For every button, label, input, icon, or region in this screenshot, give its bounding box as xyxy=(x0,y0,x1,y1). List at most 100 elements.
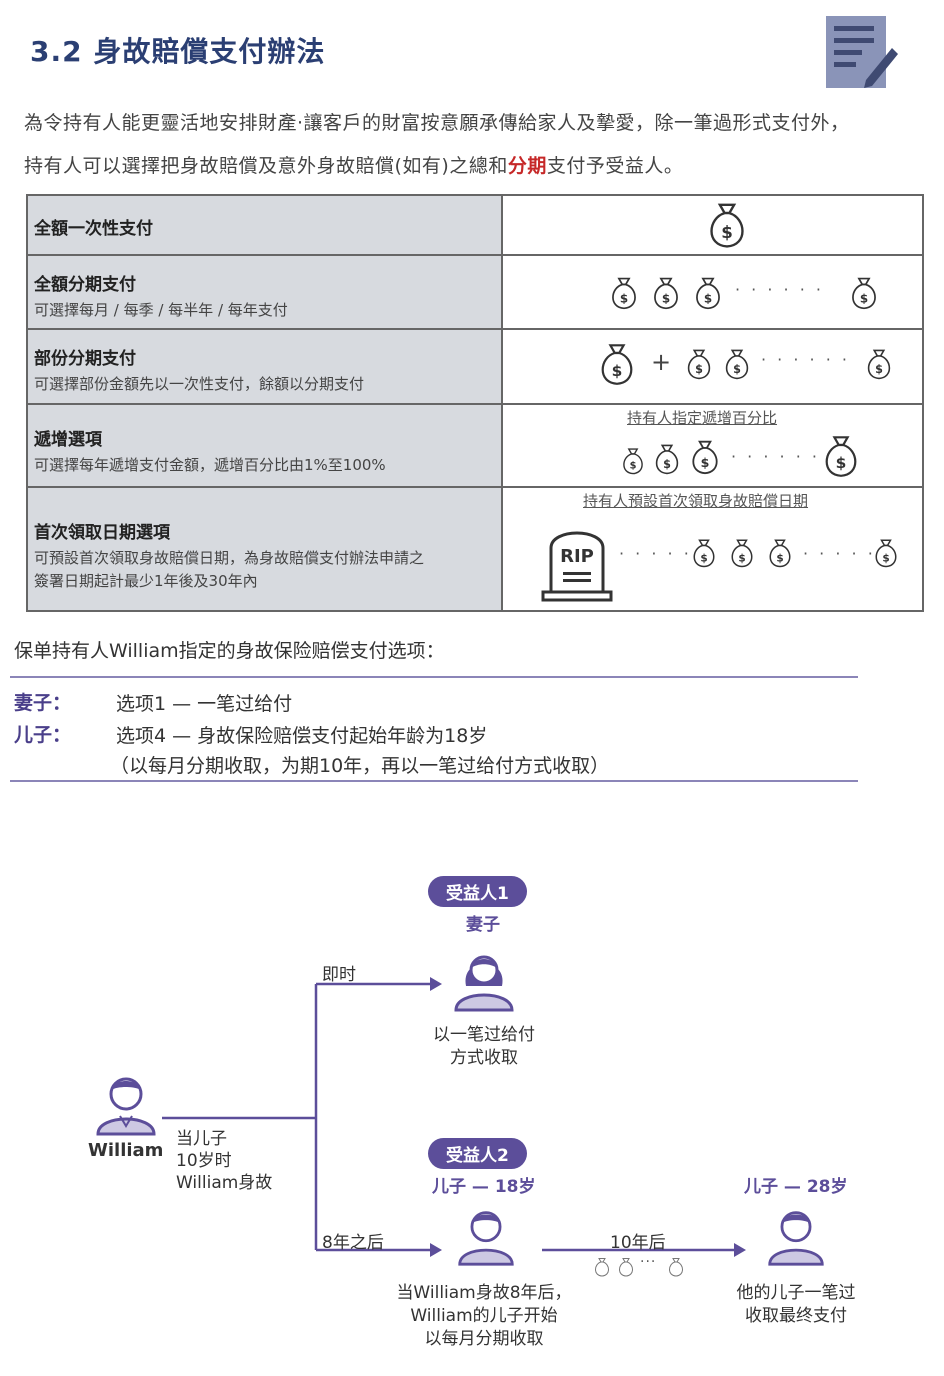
money-bag-icon: $ xyxy=(765,536,795,574)
money-bag-icon: $ xyxy=(687,437,723,481)
intro-highlight-installment: 分期 xyxy=(507,155,547,177)
ellipsis-dots: · · · · · · xyxy=(761,350,850,369)
document-edit-icon xyxy=(822,14,902,98)
row-title: 全額一次性支付 xyxy=(34,219,153,239)
row-label-cell: 全額分期支付 可選擇每月 / 每季 / 每半年 / 每年支付 xyxy=(28,256,503,328)
money-bag-icon: $ xyxy=(595,340,639,392)
dollar-sign: $ xyxy=(882,552,889,564)
payment-options-table: 全額一次性支付 $ 全額分期支付 可選擇每月 / 每季 / 每半年 / 每年支付… xyxy=(26,194,924,612)
beneficiary-2-name: 儿子 — 18岁 xyxy=(432,1177,536,1197)
death-note-line-2: 10岁时 xyxy=(176,1151,232,1171)
dollar-sign: $ xyxy=(620,291,628,305)
ellipsis-dots: · · · · · · xyxy=(803,544,892,563)
table-row-lump-sum: 全額一次性支付 $ xyxy=(28,196,922,256)
dollar-sign: $ xyxy=(875,363,883,376)
intro-line-2-start: 持有人可以選擇把身故賠償及意外身故賠償(如有)之總和 xyxy=(24,155,508,177)
row-label-cell: 全額一次性支付 xyxy=(28,196,503,254)
dollar-sign: $ xyxy=(704,291,712,305)
money-bag-icon: $ xyxy=(689,536,719,574)
row-label-cell: 首次領取日期選項 可預設首次領取身故賠償日期，為身故賠償支付辦法申請之 簽署日期… xyxy=(28,488,503,610)
row-title: 全額分期支付 xyxy=(34,275,136,295)
intro-line-2: 持有人可以選擇把身故賠償及意外身故賠償(如有)之總和分期支付予受益人。 xyxy=(24,151,683,178)
money-bag-icon: $ xyxy=(649,274,683,316)
rip-text: RIP xyxy=(560,546,594,567)
row-subtitle: 可選擇每年遞增支付金額，遞增百分比由1%至100% xyxy=(34,456,386,474)
beneficiary-2-desc-line-1: 当William身故8年后， xyxy=(396,1283,572,1303)
dollar-sign: $ xyxy=(630,461,637,472)
beneficiary-2-badge: 受益人2 xyxy=(428,1138,527,1169)
ten-years-label: 10年后 xyxy=(610,1233,666,1253)
money-bag-icon: $ xyxy=(691,274,725,316)
beneficiary-2-desc-line-2: William的儿子开始 xyxy=(410,1306,558,1326)
table-row-partial-installment: 部份分期支付 可選擇部份金額先以一次性支付，餘額以分期支付 $ + $ $ · … xyxy=(28,330,922,405)
son-final-desc-line-2: 收取最终支付 xyxy=(745,1306,847,1326)
money-bag-icon xyxy=(666,1256,686,1282)
wife-option: 选项1 — 一笔过给付 xyxy=(116,693,293,715)
dollar-sign: $ xyxy=(663,458,671,471)
ellipsis-dots: · · · · · · xyxy=(619,544,708,563)
death-note-line-3: William身故 xyxy=(176,1173,273,1193)
dollar-sign: $ xyxy=(700,552,707,564)
wife-label: 妻子： xyxy=(14,692,72,714)
son-label: 儿子： xyxy=(14,724,72,746)
row-subtitle: 可選擇部份金額先以一次性支付，餘額以分期支付 xyxy=(34,375,365,393)
row-title: 部份分期支付 xyxy=(34,349,136,369)
money-bag-icon: $ xyxy=(721,346,753,386)
table-row-first-date-option: 首次領取日期選項 可預設首次領取身故賠償日期，為身故賠償支付辦法申請之 簽署日期… xyxy=(28,488,922,610)
intro-line-2-end: 支付予受益人。 xyxy=(546,155,684,177)
son-adult-person-icon xyxy=(766,1206,826,1272)
row-subtitle: 可預設首次領取身故賠償日期，為身故賠償支付辦法申請之 xyxy=(34,549,425,567)
increase-caption: 持有人指定遞增百分比 xyxy=(627,409,778,427)
row-illustration-cell: $ + $ $ · · · · · · $ xyxy=(503,330,922,403)
selection-heading: 保单持有人William指定的身故保险赔偿支付选项： xyxy=(14,640,445,662)
beneficiary-1-desc-line-1: 以一笔过给付 xyxy=(433,1025,535,1045)
row-title: 首次領取日期選項 xyxy=(34,523,170,543)
money-bag-icon: $ xyxy=(727,536,757,574)
divider-top xyxy=(10,676,858,678)
table-row-increase-option: 遞增選項 可選擇每年遞增支付金額，遞增百分比由1%至100% 持有人指定遞增百分… xyxy=(28,405,922,488)
dollar-sign: $ xyxy=(695,363,703,376)
row-title: 遞增選項 xyxy=(34,430,102,450)
son-option: 选项4 — 身故保险赔偿支付起始年龄为18岁 xyxy=(116,725,488,747)
row-illustration-cell: 持有人指定遞增百分比 $ $ $ · · · · · · $ xyxy=(503,405,922,486)
money-bag-icon: $ xyxy=(619,445,647,481)
dollar-sign: $ xyxy=(662,291,670,305)
money-bag-icon: $ xyxy=(651,441,683,481)
death-note-line-1: 当儿子 xyxy=(176,1129,227,1149)
row-illustration-cell: $ xyxy=(503,196,922,254)
money-bag-icon: $ xyxy=(871,536,901,574)
money-bag-icon: $ xyxy=(607,274,641,316)
after-8-years-label: 8年之后 xyxy=(322,1233,384,1253)
row-subtitle-2: 簽署日期起計最少1年後及30年內 xyxy=(34,572,258,590)
plus-sign: + xyxy=(651,348,672,376)
dollar-sign: $ xyxy=(612,362,623,380)
money-bag-icon: $ xyxy=(863,346,895,386)
money-bag-icon: $ xyxy=(847,274,881,316)
table-row-full-installment: 全額分期支付 可選擇每月 / 每季 / 每半年 / 每年支付 $ $ $ · ·… xyxy=(28,256,922,330)
row-label-cell: 部份分期支付 可選擇部份金額先以一次性支付，餘額以分期支付 xyxy=(28,330,503,403)
row-subtitle: 可選擇每月 / 每季 / 每半年 / 每年支付 xyxy=(34,301,288,319)
tombstone-icon: RIP xyxy=(539,520,615,608)
divider-bottom xyxy=(10,780,858,782)
money-bag-icon: $ xyxy=(819,431,863,485)
beneficiary-1-desc-line-2: 方式收取 xyxy=(450,1048,518,1068)
son-final-name: 儿子 — 28岁 xyxy=(744,1177,848,1197)
row-illustration-cell: $ $ $ · · · · · · $ xyxy=(503,256,922,328)
row-label-cell: 遞增選項 可選擇每年遞增支付金額，遞增百分比由1%至100% xyxy=(28,405,503,486)
money-bag-icon xyxy=(592,1256,612,1282)
wife-person-icon xyxy=(452,946,516,1016)
william-person-icon xyxy=(94,1074,158,1140)
dollar-sign: $ xyxy=(738,552,745,564)
money-bag-icon xyxy=(616,1256,636,1282)
dollar-sign: $ xyxy=(860,291,868,305)
dollar-sign: $ xyxy=(733,363,741,376)
son-option-note: （以每月分期收取，为期10年，再以一笔过给付方式收取） xyxy=(110,755,610,777)
dollar-sign: $ xyxy=(701,455,710,470)
ellipsis-dots: · · · · · · xyxy=(735,280,824,299)
william-label: William xyxy=(88,1140,164,1161)
immediate-label: 即时 xyxy=(322,965,356,985)
son-final-desc-line-1: 他的儿子一笔过 xyxy=(736,1283,856,1303)
beneficiary-1-badge: 受益人1 xyxy=(428,876,527,907)
intro-line-1: 為令持有人能更靈活地安排財產‧讓客戶的財富按意願承傳給家人及摯愛，除一筆過形式支… xyxy=(24,112,850,134)
